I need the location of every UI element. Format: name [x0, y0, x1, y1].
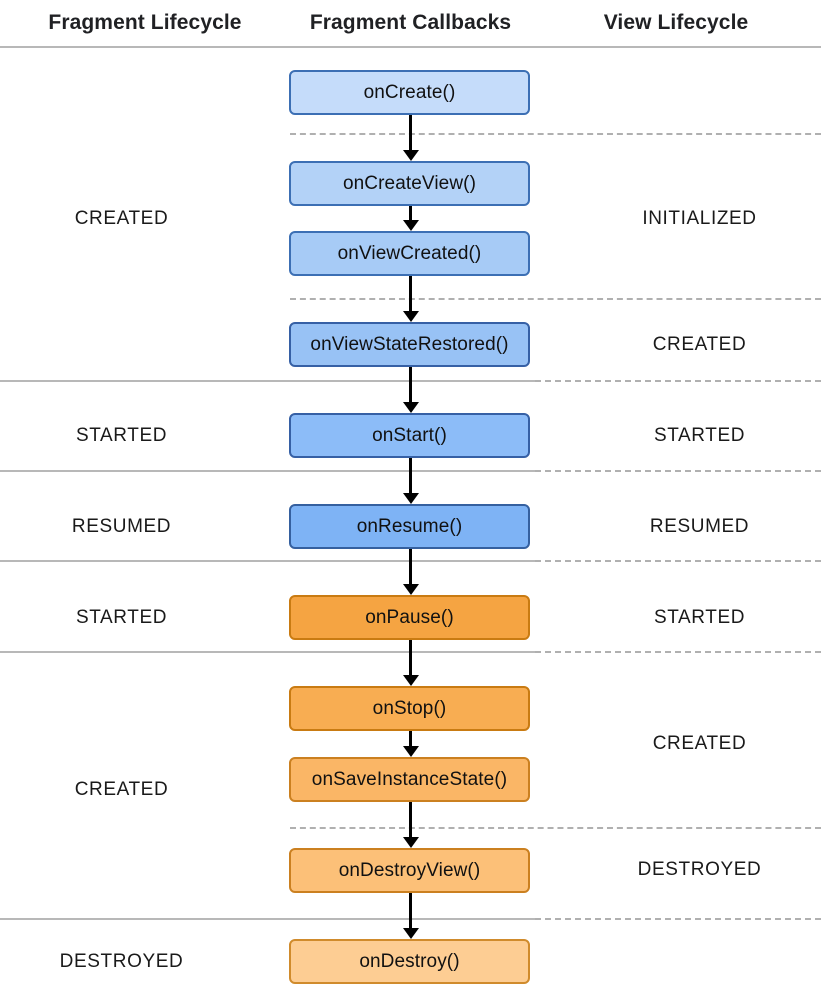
arrow-line-5 — [409, 549, 412, 584]
callback-box-onstop: onStop() — [289, 686, 530, 731]
callback-box-onsaveinstancestate: onSaveInstanceState() — [289, 757, 530, 802]
separator-solid-12 — [0, 918, 535, 920]
separator-solid-7 — [0, 560, 535, 562]
column-header-fragment-lifecycle: Fragment Lifecycle — [48, 11, 242, 34]
view-state-label-2: STARTED — [653, 425, 746, 446]
arrow-line-9 — [409, 893, 412, 928]
callback-box-onstart: onStart() — [289, 413, 530, 458]
arrow-line-6 — [409, 640, 412, 675]
separator-dash-13 — [535, 918, 821, 920]
fragment-state-label-5: DESTROYED — [59, 951, 184, 972]
separator-dash-8 — [535, 560, 821, 562]
view-state-label-3: RESUMED — [649, 516, 750, 537]
arrow-line-1 — [409, 206, 412, 220]
arrow-head-9 — [403, 928, 419, 939]
callback-box-ondestroyview: onDestroyView() — [289, 848, 530, 893]
callback-box-onpause: onPause() — [289, 595, 530, 640]
fragment-state-label-0: CREATED — [74, 208, 169, 229]
callback-box-ondestroy: onDestroy() — [289, 939, 530, 984]
separator-dash-10 — [535, 651, 821, 653]
arrow-head-0 — [403, 150, 419, 161]
separator-solid-3 — [0, 380, 535, 382]
callback-box-oncreateview: onCreateView() — [289, 161, 530, 206]
arrow-line-3 — [409, 367, 412, 402]
separator-dash-11 — [290, 827, 821, 829]
arrow-line-4 — [409, 458, 412, 493]
arrow-line-7 — [409, 731, 412, 746]
column-header-fragment-callbacks: Fragment Callbacks — [309, 11, 512, 34]
separator-solid-5 — [0, 470, 535, 472]
arrow-head-7 — [403, 746, 419, 757]
fragment-state-label-4: CREATED — [74, 779, 169, 800]
fragment-state-label-1: STARTED — [75, 425, 168, 446]
arrow-head-3 — [403, 402, 419, 413]
view-state-label-5: CREATED — [652, 733, 747, 754]
fragment-state-label-2: RESUMED — [71, 516, 172, 537]
arrow-head-4 — [403, 493, 419, 504]
separator-dash-1 — [290, 133, 821, 135]
column-header-view-lifecycle: View Lifecycle — [603, 11, 749, 34]
arrow-head-1 — [403, 220, 419, 231]
arrow-line-8 — [409, 802, 412, 837]
arrow-head-6 — [403, 675, 419, 686]
callback-box-oncreate: onCreate() — [289, 70, 530, 115]
separator-dash-4 — [535, 380, 821, 382]
callback-box-onresume: onResume() — [289, 504, 530, 549]
arrow-head-5 — [403, 584, 419, 595]
callback-box-onviewstaterestored: onViewStateRestored() — [289, 322, 530, 367]
fragment-state-label-3: STARTED — [75, 607, 168, 628]
view-state-label-0: INITIALIZED — [642, 208, 757, 229]
arrow-head-2 — [403, 311, 419, 322]
arrow-line-2 — [409, 276, 412, 311]
callback-box-onviewcreated: onViewCreated() — [289, 231, 530, 276]
separator-dash-6 — [535, 470, 821, 472]
separator-solid-0 — [0, 46, 821, 48]
arrow-head-8 — [403, 837, 419, 848]
view-state-label-1: CREATED — [652, 334, 747, 355]
arrow-line-0 — [409, 115, 412, 150]
view-state-label-6: DESTROYED — [637, 859, 762, 880]
separator-dash-2 — [290, 298, 821, 300]
separator-solid-9 — [0, 651, 535, 653]
view-state-label-4: STARTED — [653, 607, 746, 628]
